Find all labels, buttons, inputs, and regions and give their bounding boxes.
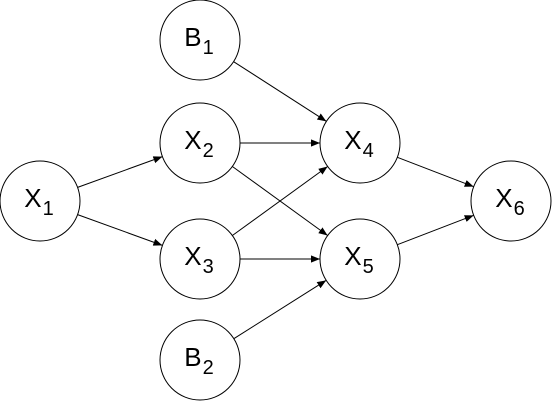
node-letter: X — [184, 125, 201, 155]
node-letter: X — [184, 241, 201, 271]
node-circle — [159, 0, 241, 81]
node-subscript: 6 — [514, 198, 525, 220]
edge-x1-to-x2 — [77, 156, 163, 188]
node-label: X1 — [24, 183, 53, 220]
node-circle — [159, 102, 241, 184]
node-label: B2 — [184, 342, 213, 379]
node-subscript: 2 — [203, 140, 214, 162]
node-b2: B2 — [159, 319, 241, 401]
node-b1: B1 — [159, 0, 241, 81]
node-circle — [319, 218, 401, 300]
edge-b1-to-x4 — [233, 61, 327, 122]
node-label: X5 — [344, 241, 373, 278]
node-subscript: 3 — [203, 256, 214, 278]
node-label: X4 — [344, 125, 373, 162]
node-subscript: 1 — [203, 37, 214, 59]
node-label: X2 — [184, 125, 213, 162]
node-x3: X3 — [159, 218, 241, 300]
node-circle — [319, 102, 401, 184]
node-x5: X5 — [319, 218, 401, 300]
node-letter: B — [184, 22, 201, 52]
node-label: X3 — [184, 241, 213, 278]
node-x6: X6 — [470, 160, 552, 242]
node-circle — [470, 160, 552, 242]
node-subscript: 5 — [363, 256, 374, 278]
node-subscript: 2 — [203, 357, 214, 379]
node-x4: X4 — [319, 102, 401, 184]
node-letter: X — [344, 125, 361, 155]
edge-x4-to-x6 — [397, 156, 474, 188]
edge-b2-to-x5 — [233, 279, 327, 340]
node-circle — [159, 319, 241, 401]
node-label: B1 — [184, 22, 213, 59]
edge-x3-to-x4 — [232, 166, 328, 236]
node-letter: X — [495, 183, 512, 213]
node-subscript: 4 — [363, 140, 374, 162]
node-label: X6 — [495, 183, 524, 220]
node-letter: X — [24, 183, 41, 213]
node-x2: X2 — [159, 102, 241, 184]
node-circle — [0, 160, 81, 242]
node-x1: X1 — [0, 160, 81, 242]
node-letter: X — [344, 241, 361, 271]
edge-x5-to-x6 — [397, 214, 474, 246]
node-circle — [159, 218, 241, 300]
node-letter: B — [184, 342, 201, 372]
edges — [77, 61, 474, 340]
node-subscript: 1 — [43, 198, 54, 220]
edge-x1-to-x3 — [77, 214, 163, 246]
